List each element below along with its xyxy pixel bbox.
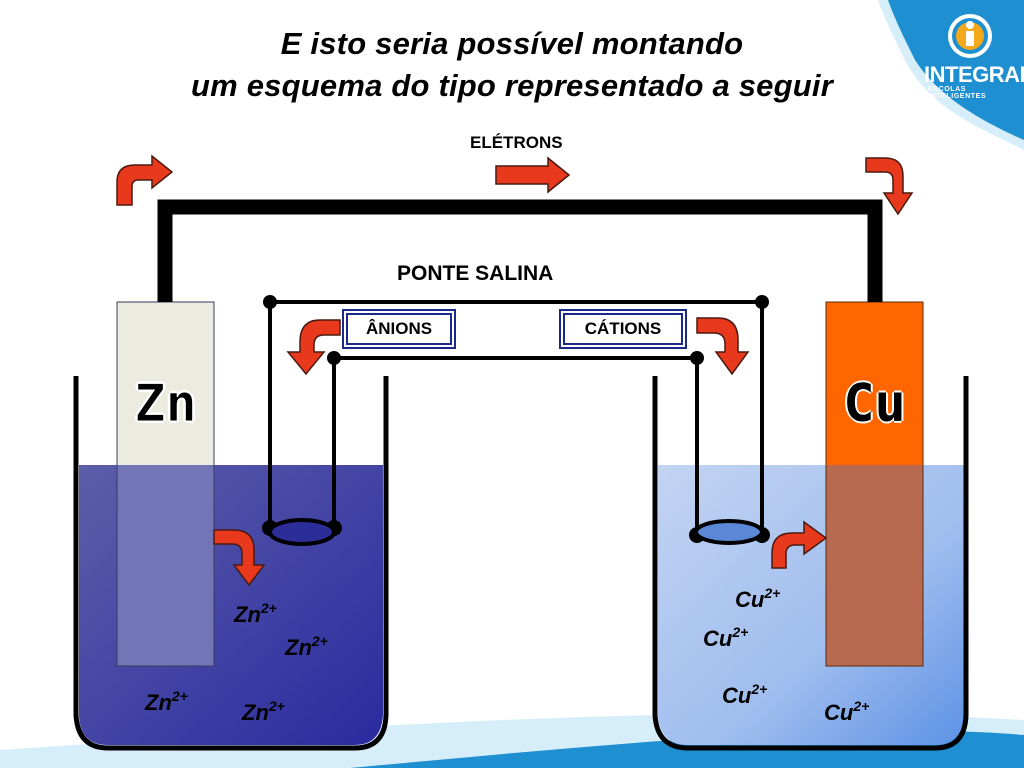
zinc-ion: Zn2+ bbox=[145, 688, 188, 715]
cation-arrow bbox=[696, 317, 750, 376]
page-title-line-1: E isto seria possível montando bbox=[280, 26, 744, 61]
info-i-icon bbox=[948, 14, 992, 58]
logo-name: INTEGRAL bbox=[924, 62, 1024, 87]
zinc-ion: Zn2+ bbox=[234, 600, 277, 627]
zinc-bridge-plug bbox=[268, 518, 336, 546]
logo-tagline: ESCOLAS INTELIGENTES bbox=[928, 86, 987, 100]
copper-beaker bbox=[652, 376, 969, 751]
copper-ion: Cu2+ bbox=[824, 698, 870, 725]
electron-flow-arrow bbox=[495, 156, 571, 194]
salt-bridge bbox=[268, 300, 764, 535]
anion-arrow bbox=[286, 319, 341, 376]
external-wire bbox=[157, 199, 883, 302]
copper-in-arrow bbox=[865, 157, 914, 216]
cations-label: CÁTIONS bbox=[561, 311, 685, 347]
page-title-line-2: um esquema do tipo representado a seguir bbox=[191, 68, 833, 103]
zinc-ion: Zn2+ bbox=[285, 633, 328, 660]
zinc-oxidation-arrow bbox=[213, 529, 266, 587]
copper-ion: Cu2+ bbox=[735, 585, 781, 612]
copper-bridge-plug bbox=[694, 519, 764, 545]
copper-reduction-arrow bbox=[771, 520, 828, 569]
zinc-beaker bbox=[73, 376, 389, 751]
zinc-electrode-label: Zn bbox=[134, 374, 198, 434]
electrons-label: ELÉTRONS bbox=[470, 133, 563, 152]
anions-label: ÂNIONS bbox=[344, 311, 454, 347]
salt-bridge-label: PONTE SALINA bbox=[397, 262, 554, 285]
zinc-out-arrow bbox=[116, 154, 174, 206]
copper-ion: Cu2+ bbox=[703, 624, 749, 651]
copper-electrode-label: Cu bbox=[843, 374, 906, 434]
copper-ion: Cu2+ bbox=[722, 681, 768, 708]
zinc-ion: Zn2+ bbox=[242, 698, 285, 725]
